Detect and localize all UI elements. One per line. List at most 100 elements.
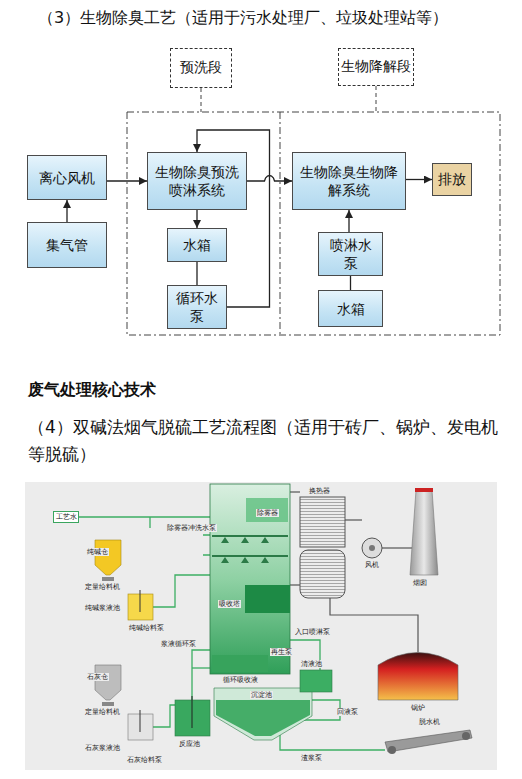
fan-part [369,545,375,551]
process-box: 水箱 [318,290,383,327]
part-label: 纯碱给料泵 [128,624,165,632]
part-label: 脱水机 [418,718,441,726]
chimney-part [410,490,438,575]
clear-pool-part [300,670,332,692]
process-box: 喷淋水泵 [318,232,383,276]
fan [362,538,382,558]
soda-silo-part [95,540,121,575]
part-label: 入口喷淋泵 [294,628,331,636]
chimney [410,488,438,575]
process-box: 生物除臭生物降解系统 [292,152,406,210]
sedimentation-tank-part [214,688,312,740]
absorption-tower-part [210,484,290,674]
stage-label-box: 预洗段 [170,48,232,88]
flow-connector [196,210,197,228]
sedimentation-tank [214,688,312,740]
boiler-part [378,653,458,701]
stage-region [127,86,500,335]
pipe-part [192,650,212,700]
flow-connector [406,179,432,180]
part-label: 循环吸收液 [222,676,259,684]
absorption-tower-part [245,585,290,613]
section-heading: 废气处理核心技术 [28,380,156,401]
boiler [378,653,458,701]
part-label: 再生泵 [270,648,293,656]
part-label: 风机 [364,561,380,569]
heat-exchanger [300,497,345,598]
dewatering-machine-part [388,746,396,754]
part-label: 石灰浆液池 [84,744,121,752]
flue-duct-part [330,598,418,652]
absorption-tower [210,484,290,674]
sedimentation-tank-part [216,700,310,736]
illustration-ground [25,482,497,770]
flue-duct-part [290,584,300,585]
heat-exchanger-part [300,550,345,598]
section-title: （3）生物除臭工艺（适用于污水处理厂、垃圾处理站等） [38,8,448,29]
flow-connector [196,262,197,285]
part-label: 沉淀池 [250,691,273,699]
part-label: 吸收塔 [218,600,241,608]
flow-connector [66,200,67,222]
flue-duct-part [345,519,362,520]
part-label: 石灰给料泵 [126,756,163,764]
flow-connector [348,210,349,232]
part-label: 定量给料机 [84,708,121,716]
section-heading: （4）双碱法烟气脱硫工艺流程图（适用于砖厂、锅炉、发电机等脱硫） [28,414,498,468]
dewatering-machine [385,730,472,754]
stage-region-part [376,86,377,112]
process-box: 生物除臭预洗喷淋系统 [147,152,247,210]
node-text: 排放 [438,171,466,189]
reaction-tank-part [192,696,193,728]
part-label: 石灰仓 [86,673,109,681]
process-box: 集气管 [27,222,107,268]
pipe-part [149,517,150,528]
node-text: 工艺水 [56,513,77,521]
flow-connector [247,176,292,182]
source-tag: 工艺水 [53,511,79,523]
lime-silo-part [95,665,121,700]
absorption-tower-part [212,535,288,537]
node-text: 预洗段 [180,59,222,77]
heat-exchanger-part [300,497,345,547]
part-label: 纯碱浆液池 [84,604,121,612]
absorption-tower-part [212,555,288,557]
part-label: 反应池 [178,740,201,748]
flow-connector [107,180,147,181]
node-text: 生物除臭生物降解系统 [297,163,401,199]
soda-silo-part [140,590,141,612]
part-label: 锅炉 [410,704,426,712]
stage-label-box: 生物降解段 [338,48,414,86]
soda-silo-part [102,577,114,581]
dewatering-machine-part [385,730,472,752]
node-text: 生物降解段 [341,58,411,76]
flue-duct [290,492,418,652]
flue-duct-part [382,547,412,548]
part-label: 浆液循环泵 [160,640,197,648]
node-text: 集气管 [46,236,88,254]
pipe-part [280,735,385,750]
flue-duct-part [290,491,300,492]
node-text: 喷淋水泵 [323,236,378,272]
process-box: 循环水泵 [167,285,227,329]
stage-region-part [280,112,281,335]
node-text: 生物除臭预洗喷淋系统 [152,163,242,199]
node-text: 水箱 [337,300,365,318]
lime-silo-part [102,702,114,706]
absorption-tower-part [246,498,288,522]
part-label: 换热器 [308,487,331,495]
flow-connector [350,276,351,290]
stage-region-part [127,112,500,335]
reaction-tank [175,696,210,736]
absorption-tower-part [212,655,268,672]
part-label: 定量给料机 [84,583,121,591]
outlet-box: 排放 [432,163,472,196]
part-label: 纯碱仓 [86,548,109,556]
dewatering-machine-part [462,732,470,740]
node-text: 水箱 [183,236,211,254]
absorption-tower-part [221,537,269,563]
illustration-ground-part [25,482,497,770]
part-label: 除雾器冲洗水泵 [166,524,217,532]
